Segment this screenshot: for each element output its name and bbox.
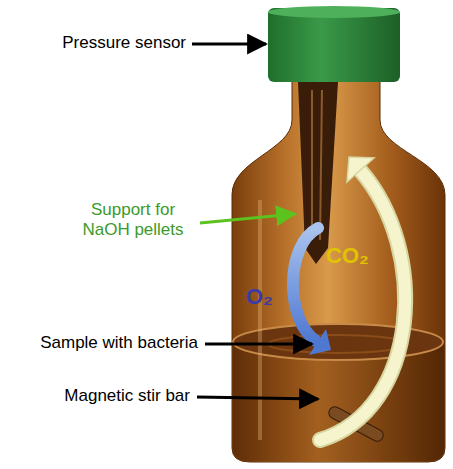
leader-arrow: [205, 343, 312, 346]
leader-arrow: [197, 397, 318, 399]
gas-label: O₂: [246, 284, 286, 310]
part-label: Pressure sensor: [0, 33, 186, 53]
gas-label: CO₂: [326, 243, 386, 269]
part-label: Sample with bacteria: [0, 333, 198, 353]
part-label: Magnetic stir bar: [0, 386, 190, 406]
leader-arrow: [192, 43, 266, 46]
part-label: Support for NaOH pellets: [70, 200, 196, 241]
leader-arrow: [200, 214, 295, 223]
